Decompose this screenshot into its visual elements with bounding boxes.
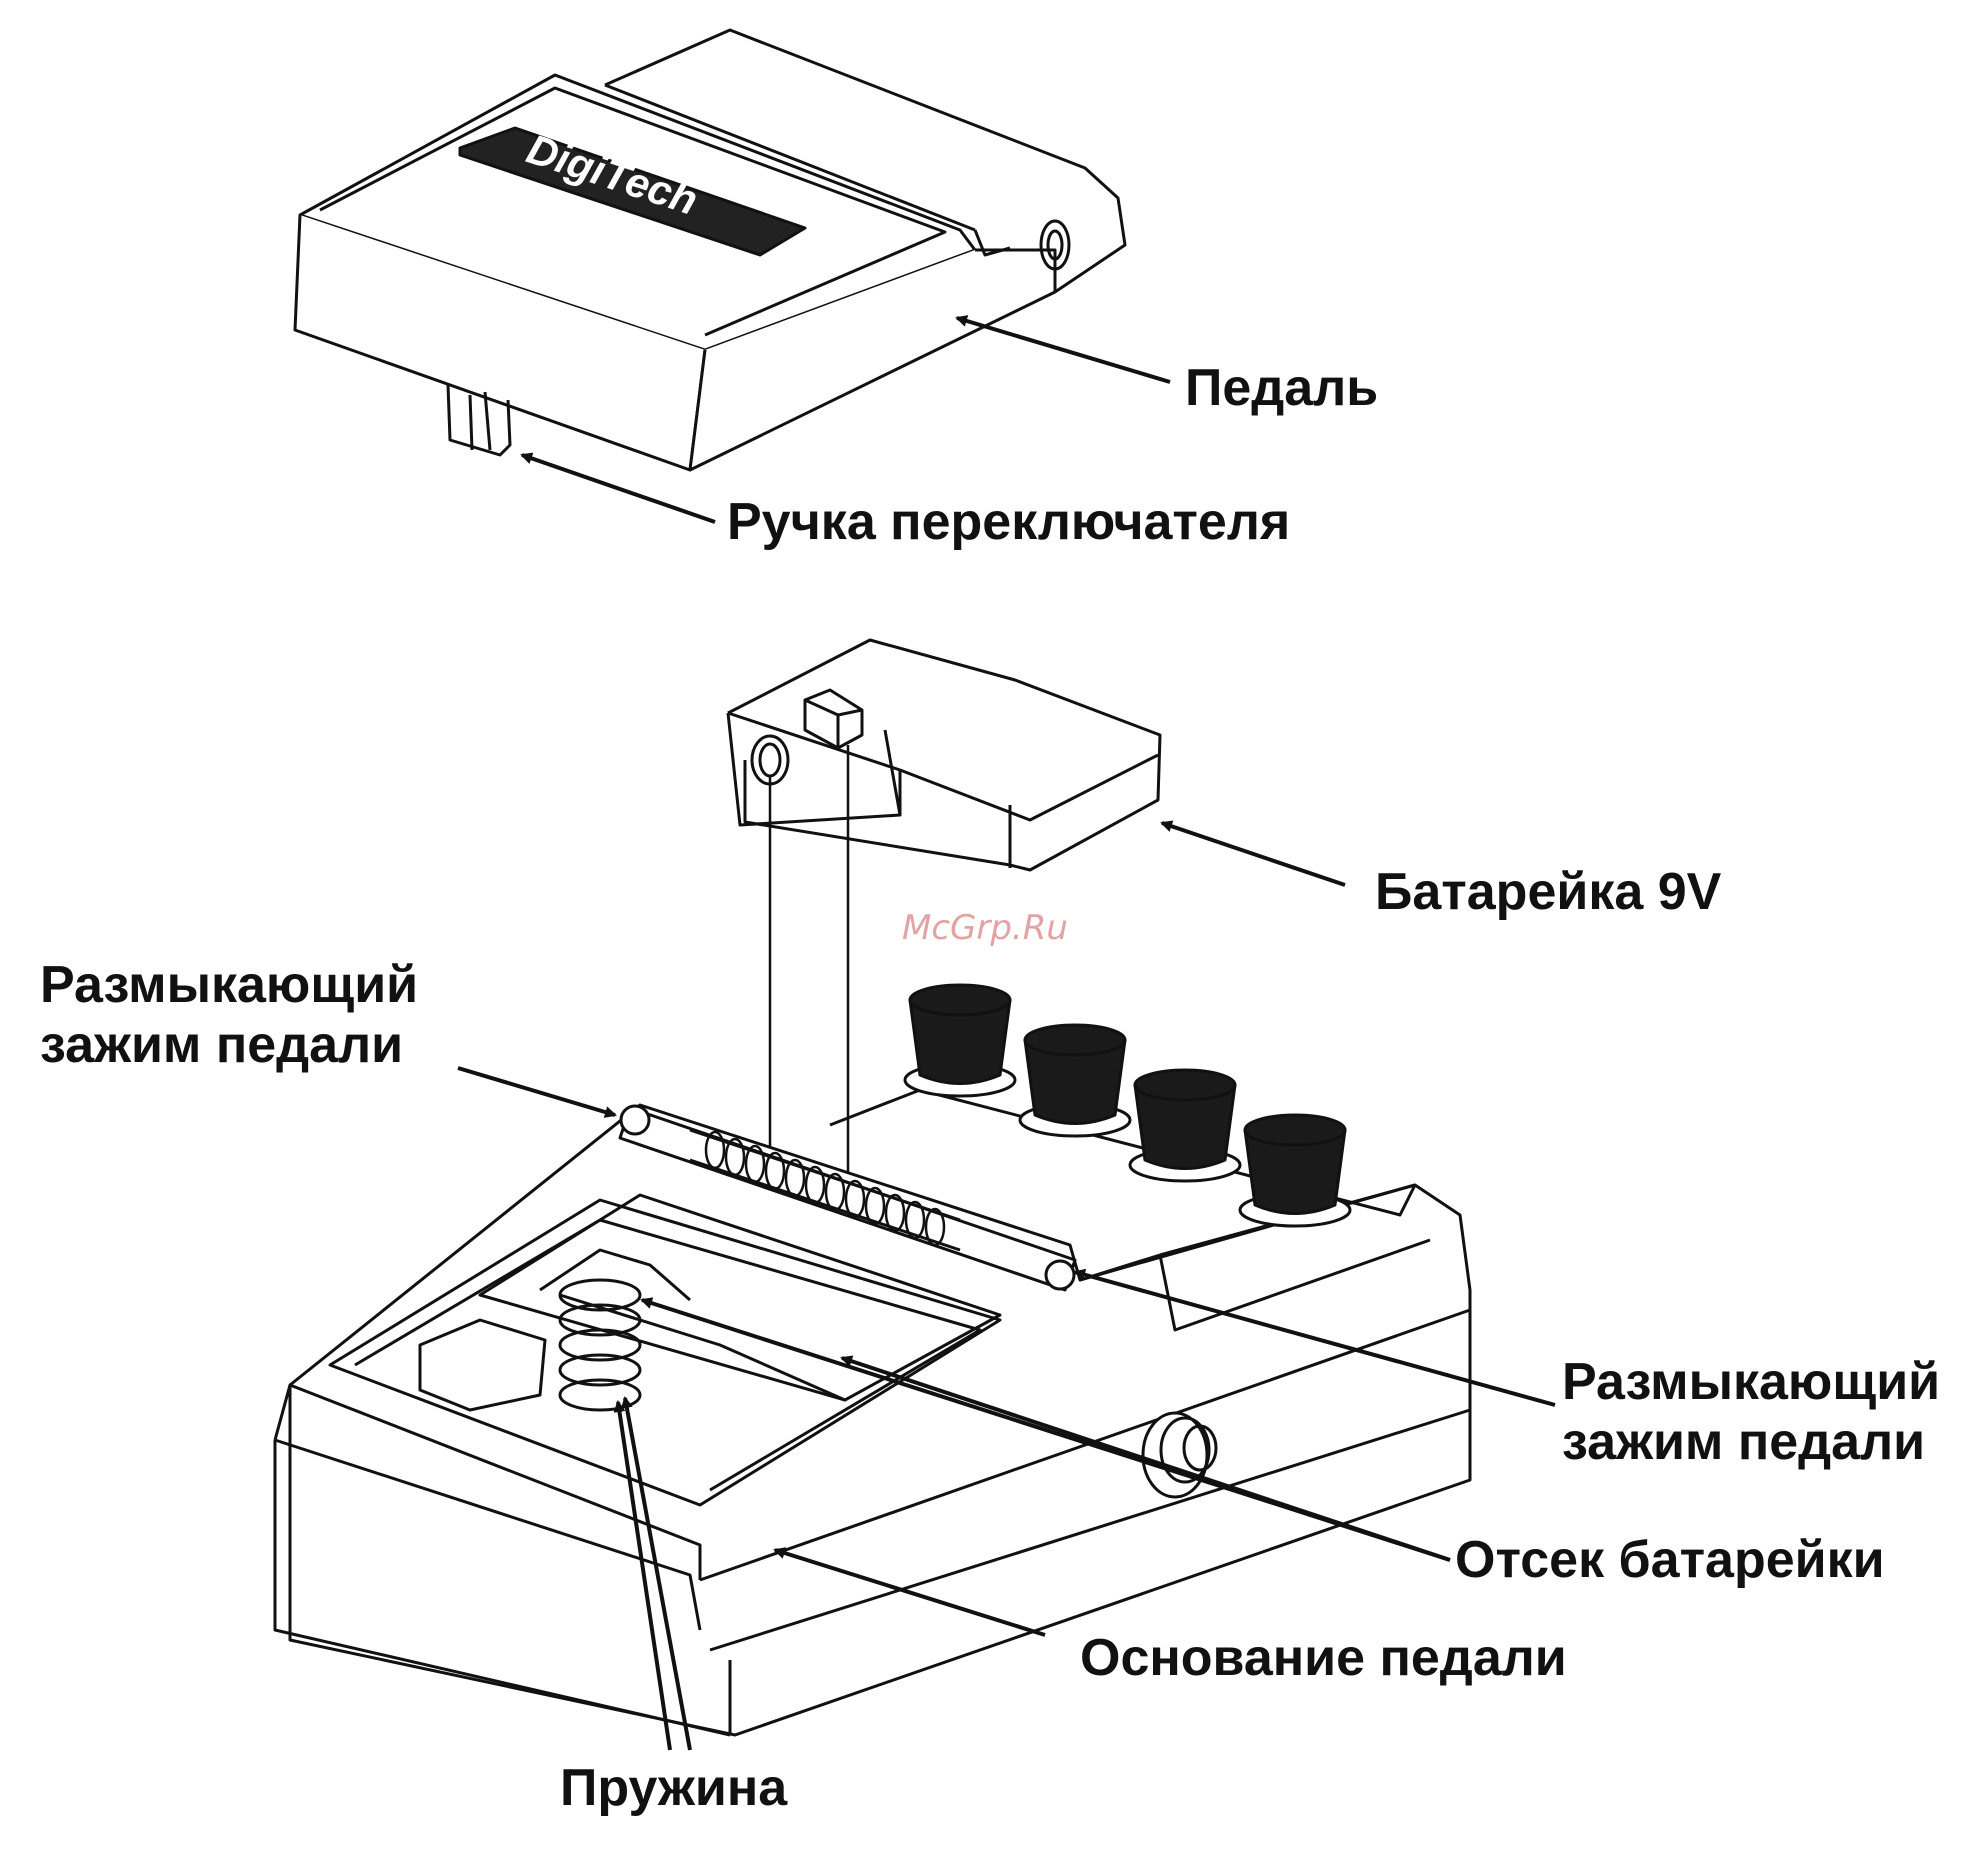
label-latch-right-line1: Размыкающий [1562, 1352, 1940, 1412]
pedal-part [295, 30, 1125, 470]
label-latch-left-line1: Размыкающий [40, 955, 418, 1015]
label-latch-right: Размыкающий зажим педали [1562, 1352, 1940, 1472]
label-battery-compartment: Отсек батарейки [1455, 1530, 1885, 1590]
label-switch-handle: Ручка переключателя [727, 492, 1290, 552]
arrow-latch-left [458, 1068, 615, 1115]
control-knobs [905, 985, 1350, 1226]
knob-1 [905, 985, 1015, 1096]
label-pedal-base: Основание педали [1080, 1628, 1567, 1688]
label-latch-left-line2: зажим педали [40, 1015, 418, 1075]
battery-9v [728, 640, 1160, 870]
arrow-battery [1162, 823, 1345, 885]
label-latch-left: Размыкающий зажим педали [40, 955, 418, 1075]
label-battery: Батарейка 9V [1375, 862, 1721, 922]
knob-4 [1240, 1115, 1350, 1226]
label-pedal: Педаль [1185, 358, 1378, 418]
label-spring: Пружина [560, 1758, 787, 1818]
knob-3 [1130, 1070, 1240, 1181]
label-latch-right-line2: зажим педали [1562, 1412, 1940, 1472]
knob-2 [1020, 1025, 1130, 1136]
watermark: McGrp.Ru [902, 908, 1068, 948]
arrow-pedal [957, 318, 1170, 382]
